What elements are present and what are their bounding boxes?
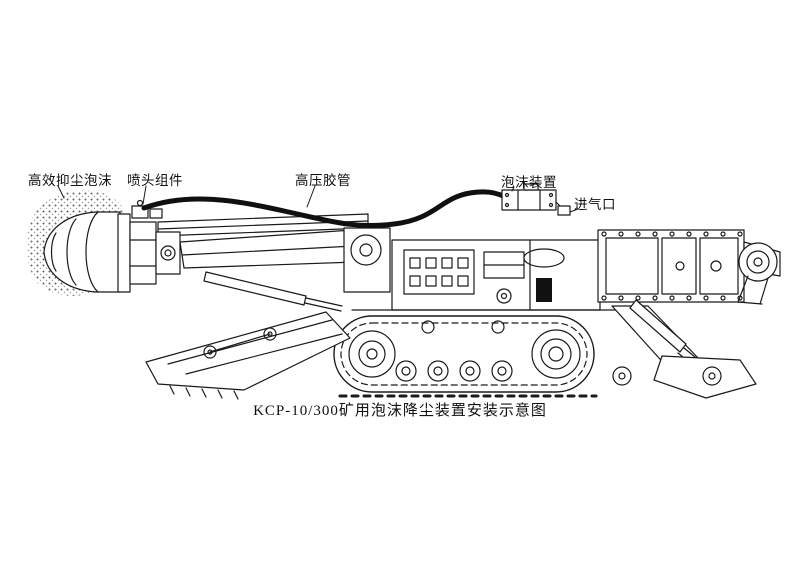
foam-device [501,183,557,211]
rear-tail [611,299,757,399]
machine-body [351,239,641,311]
hose-line [141,189,508,229]
air-inlet-fitting [555,201,571,216]
diagram-caption: KCP-10/300矿用泡沫降尘装置安装示意图 [253,403,547,419]
cutter-head [43,211,181,293]
leader-lines [57,185,579,213]
label-foam-device: 泡沫装置 [501,175,557,190]
electrical-cabinet [597,229,745,303]
boom-assembly [179,227,391,312]
label-nozzle: 喷头组件 [127,173,183,188]
label-air-inlet: 进气口 [574,197,616,212]
loading-apron [145,311,351,400]
label-hose: 高压胶管 [295,173,351,188]
rear-pulley [737,241,781,305]
label-foam: 高效抑尘泡沫 [28,173,112,188]
crawler-track [333,315,598,398]
